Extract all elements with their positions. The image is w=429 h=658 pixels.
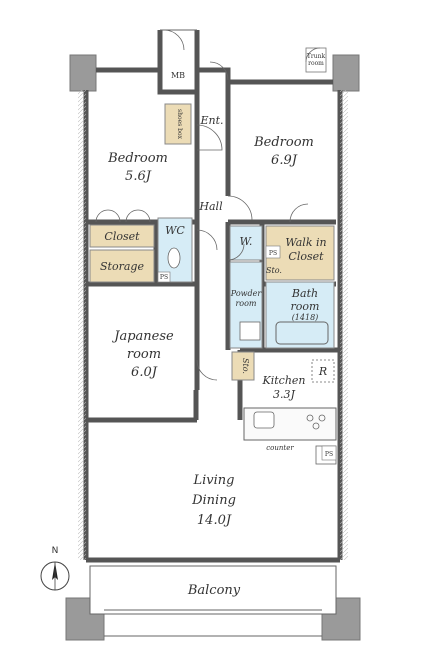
wc-label: WC	[165, 224, 185, 237]
toilet	[167, 247, 181, 269]
column-top-left	[69, 54, 97, 92]
bath-room-size: (1418)	[292, 313, 319, 322]
powder-room-label-2: room	[235, 299, 256, 308]
shoes-box-fill	[164, 103, 192, 145]
closet-label: Closet	[104, 230, 140, 243]
entrance-label: Ent.	[199, 114, 223, 127]
balcony-label: Balcony	[187, 583, 241, 598]
bedroom-west-size: 5.6J	[125, 169, 152, 184]
sink	[239, 321, 261, 341]
ps-box-wc	[157, 271, 171, 283]
walk-in-closet-label-1: Walk in	[285, 236, 326, 249]
compass-north-label: N	[52, 546, 59, 556]
washer-fill	[229, 225, 263, 261]
closet-fill	[89, 224, 155, 248]
kitchen-size: 3.3J	[273, 388, 295, 401]
closet-doors	[95, 209, 151, 223]
bedroom-west-name: Bedroom	[107, 151, 168, 166]
balcony-area	[89, 565, 337, 637]
storage-label: Storage	[100, 260, 144, 273]
doors	[163, 29, 321, 381]
shoes-box-label: shoes box	[176, 109, 183, 140]
storage-fill	[89, 249, 155, 283]
column-top-right	[332, 54, 360, 92]
hall-label: Hall	[198, 200, 223, 213]
ps-label-kitchen: PS	[325, 451, 333, 458]
living-name-2: Dining	[191, 493, 236, 508]
living-name-1: Living	[193, 473, 235, 488]
japanese-room-size: 6.0J	[131, 365, 158, 380]
ps-box-kitchen	[321, 445, 337, 461]
compass-icon: N	[40, 546, 70, 591]
refrigerator-box	[311, 359, 335, 383]
ps-box-closet	[265, 245, 281, 259]
sto-tiny-label: Sto.	[266, 266, 282, 275]
ps-label-wc: PS	[160, 274, 168, 281]
trunk-room-label-2: room	[308, 60, 324, 67]
bedroom-east-name: Bedroom	[253, 135, 314, 150]
ps-label-closet: PS	[269, 250, 277, 257]
powder-room-label-1: Powder	[230, 289, 263, 298]
japanese-room-name-2: room	[127, 347, 161, 362]
bathtub	[275, 321, 329, 345]
refrigerator-label: R	[318, 365, 327, 378]
counter-label: counter	[266, 444, 294, 452]
bath-room-label-1: Bath	[291, 287, 318, 300]
sto-small-label: Sto.	[241, 358, 250, 374]
sto-small-fill	[231, 351, 255, 381]
hatched-wall-right	[340, 90, 348, 560]
bath-room-fill	[265, 281, 335, 349]
walk-in-closet-label-2: Closet	[288, 250, 324, 263]
japanese-room-name-1: Japanese	[111, 329, 174, 344]
bath-room-label-2: room	[291, 300, 320, 313]
trunk-room-label-1: Trunk	[307, 53, 326, 60]
kitchen-name: Kitchen	[262, 374, 306, 387]
mb-label: MB	[171, 71, 185, 80]
bedroom-east-size: 6.9J	[271, 153, 298, 168]
kitchen-sink	[253, 411, 275, 429]
trunk-room-box	[305, 47, 327, 73]
washer-label: W.	[240, 235, 253, 248]
hatched-wall-left	[78, 90, 86, 560]
living-size: 14.0J	[197, 513, 232, 528]
